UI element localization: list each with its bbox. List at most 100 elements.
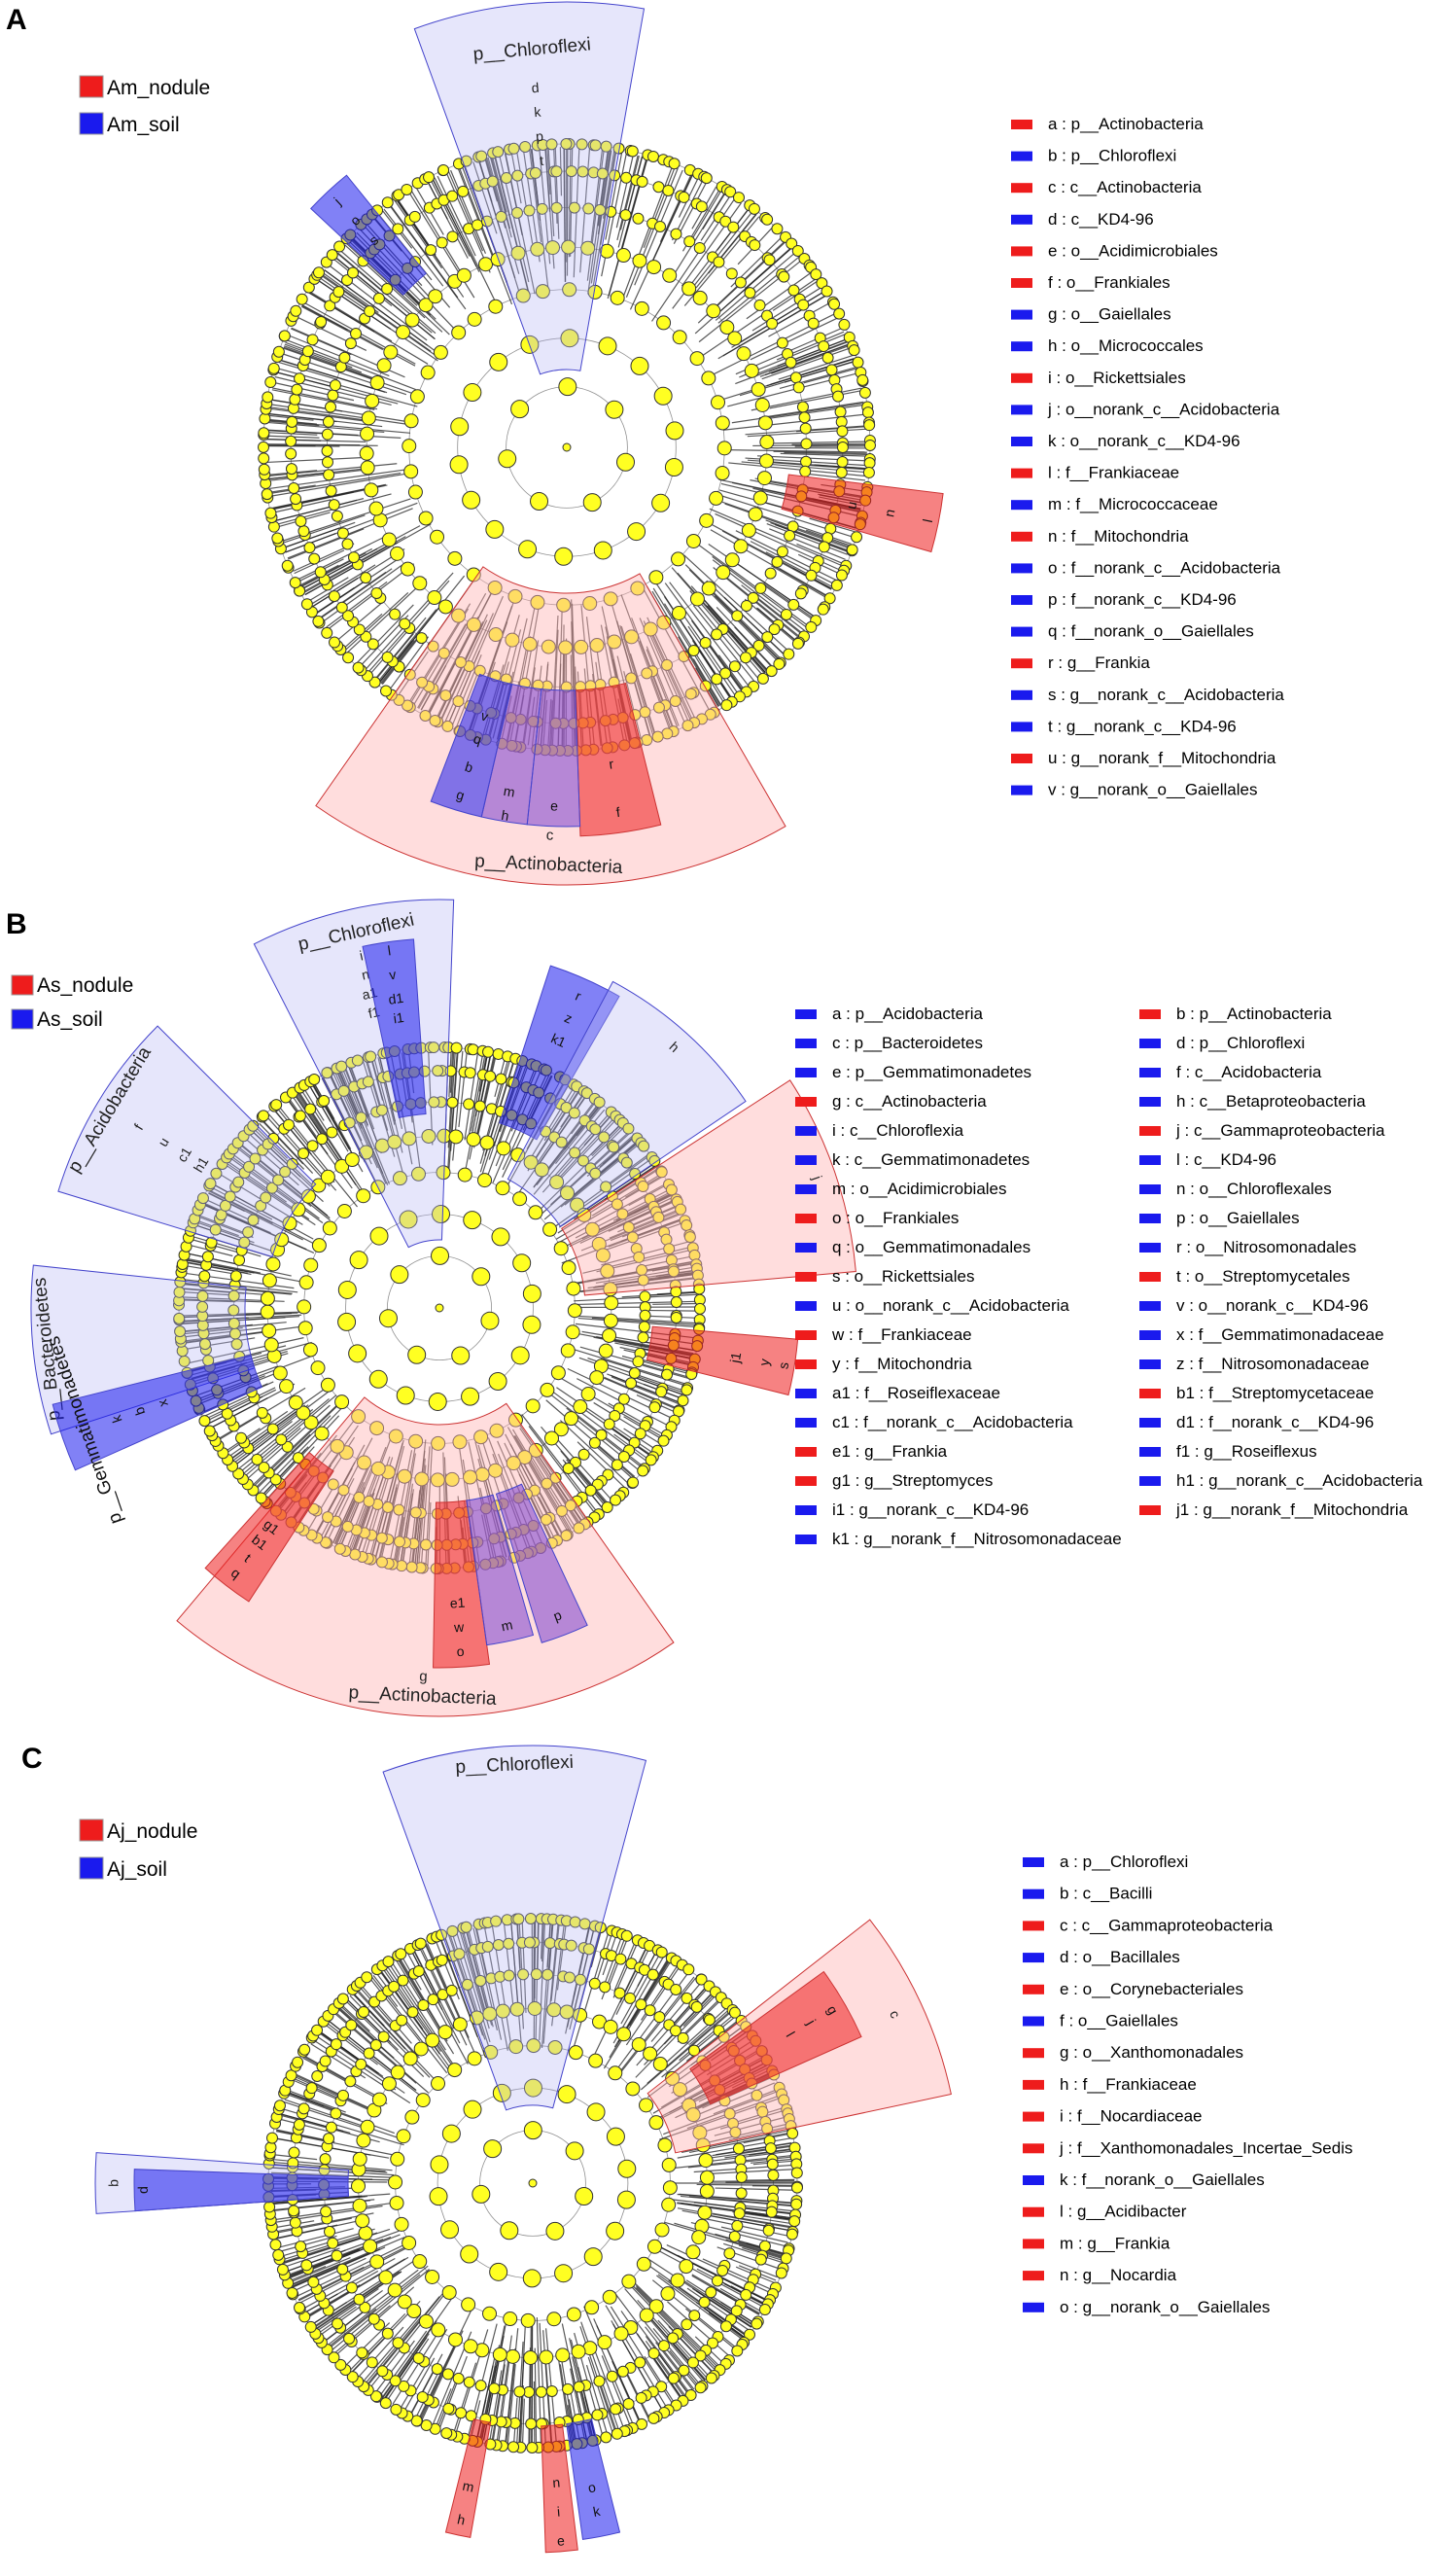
taxon-node [436,1165,451,1181]
clade-letter-label: t [540,153,544,168]
taxon-node [415,632,428,645]
taxon-node [700,172,713,185]
taxon-node [321,626,333,639]
legend-item: e : p__Gemmatimonadetes [795,1063,1031,1081]
taxon-node [265,2132,278,2144]
taxon-node [577,1448,590,1461]
taxon-node [576,1154,589,1167]
legend-swatch [1011,658,1032,669]
taxon-node [337,1084,350,1097]
taxon-node [392,1171,407,1186]
taxon-node [545,138,558,151]
taxon-node [463,2376,475,2388]
taxon-node [582,493,602,512]
taxon-node [337,1280,357,1299]
taxon-node [360,2119,375,2135]
taxon-node [271,532,284,545]
taxon-node [565,2141,584,2161]
taxon-node [451,608,467,623]
taxon-node [756,471,772,486]
taxon-node [763,254,776,266]
taxon-node [688,2310,701,2322]
taxon-node [265,1182,278,1194]
taxon-node [503,2311,518,2327]
taxon-node [337,1312,357,1331]
taxon-node [598,1131,611,1144]
taxon-node [698,2153,714,2169]
taxon-node [507,588,523,604]
taxon-node [562,282,577,298]
taxon-node [523,2350,539,2366]
legend-label: e : p__Gemmatimonadetes [832,1063,1031,1081]
taxon-node [392,2337,404,2349]
taxon-node [368,501,384,516]
taxon-node [262,391,274,404]
taxon-node [570,1197,585,1213]
taxon-node [297,1321,313,1336]
taxon-node [472,219,484,231]
legend-label: w : f__Frankiaceae [831,1325,972,1344]
taxon-node [652,701,665,714]
taxon-node [321,456,333,469]
clade-letter-label: n [881,508,897,518]
taxon-node [336,527,349,540]
taxon-node [522,1284,541,1303]
taxon-node [224,1190,236,1203]
taxon-node [358,2225,373,2241]
taxon-node [474,2380,487,2392]
legend-swatch [1139,1301,1161,1311]
taxon-node [798,411,811,424]
taxon-node [247,1214,260,1226]
taxon-node [321,428,333,441]
taxon-node [286,1157,298,1170]
taxon-node [523,204,536,217]
clade-sector [781,474,944,553]
taxon-node [823,592,836,605]
taxon-node [358,2005,370,2018]
taxon-node [682,1963,695,1976]
legend-item: a : p__Chloroflexi [1023,1853,1188,1871]
taxon-node [787,284,800,297]
taxon-node [636,175,648,188]
taxon-node [203,1425,216,1437]
taxon-node [326,1126,338,1139]
taxon-node [788,2215,801,2228]
taxon-node [821,285,833,298]
taxon-node [753,299,766,311]
taxon-node [344,337,357,350]
taxon-node [799,465,812,477]
taxon-node [754,582,767,594]
taxon-node [611,2427,623,2440]
cladogram-nodes [258,138,876,757]
taxon-node [805,569,818,582]
taxon-node [399,1210,418,1229]
taxon-node [319,2153,332,2166]
taxon-node [399,618,411,630]
legend-item: g : c__Actinobacteria [795,1092,987,1111]
legend-label: d : o__Bacillales [1060,1948,1180,1966]
taxon-node [492,146,505,159]
taxon-node [297,1299,312,1315]
legend-item: o : g__norank_o__Gaiellales [1023,2298,1270,2316]
taxon-node [728,660,741,673]
taxon-node [616,452,636,472]
taxon-node [861,406,874,419]
legend-item: x : f__Gemmatimonadaceae [1139,1325,1384,1344]
taxon-node [646,260,662,275]
taxon-node [654,220,667,232]
taxon-node [279,1166,292,1179]
taxon-node [766,317,779,330]
taxon-node [692,290,708,305]
legend-label: h : c__Betaproteobacteria [1176,1092,1366,1111]
taxon-node [662,2180,678,2196]
legend-item: c : p__Bacteroidetes [795,1034,983,1052]
taxon-node [553,1422,569,1437]
group-label: Aj_nodule [107,1820,197,1843]
taxon-node [198,1270,211,1283]
taxon-node [791,244,804,257]
taxon-node [314,566,327,579]
taxon-node [483,2139,503,2159]
taxon-node [545,2221,565,2241]
legend-swatch [795,1535,817,1544]
taxon-node [529,166,541,179]
